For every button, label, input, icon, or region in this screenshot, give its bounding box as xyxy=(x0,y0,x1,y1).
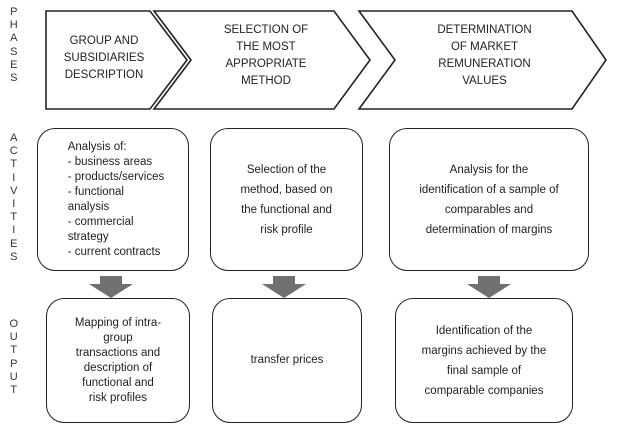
activity-box-1: Analysis of: - business areas - products… xyxy=(37,128,189,271)
output-1-text: Mapping of intra- group transactions and… xyxy=(74,316,162,404)
side-label-letter: O xyxy=(9,318,19,330)
side-label-letter: S xyxy=(10,72,18,85)
output-2-text: transfer prices xyxy=(250,354,324,366)
activity-2-text: Selection of the method, based on the fu… xyxy=(240,163,333,236)
side-label-letter: V xyxy=(10,184,18,197)
side-label-letter: A xyxy=(10,32,18,45)
side-label-letter: I xyxy=(12,224,16,237)
side-label-letter: A xyxy=(10,132,18,144)
side-label-letter: H xyxy=(9,19,19,32)
activity-box-3: Analysis for the identification of a sam… xyxy=(389,128,589,271)
side-label-letter: P xyxy=(10,357,18,370)
down-arrow-2-icon xyxy=(262,276,306,298)
side-label-letter: C xyxy=(9,145,19,158)
phase-chevron-3 xyxy=(357,10,607,110)
side-label-letter: I xyxy=(12,198,16,211)
side-label-letter: T xyxy=(10,211,18,224)
side-label-letter: I xyxy=(12,171,16,184)
output-box-1: Mapping of intra- group transactions and… xyxy=(46,298,190,423)
side-label-letter: T xyxy=(10,344,18,357)
side-label-letter: P xyxy=(10,6,18,18)
activity-1-text: Analysis of: - business areas - products… xyxy=(67,140,165,258)
side-label-letter: S xyxy=(10,45,18,58)
side-label-letter: E xyxy=(10,58,18,71)
phase-2-label: SELECTION OF THE MOST APPROPRIATE METHOD xyxy=(223,24,309,87)
output-3-text: Identification of the margins achieved b… xyxy=(421,324,547,397)
phase-3-label: DETERMINATION OF MARKET REMUNERATION VAL… xyxy=(437,24,532,87)
side-label-letter: S xyxy=(10,250,18,263)
down-arrow-3-icon xyxy=(467,276,511,298)
output-box-2: transfer prices xyxy=(212,298,362,423)
phase-chevrons xyxy=(45,10,607,110)
side-label-letter: U xyxy=(9,370,19,383)
output-box-3: Identification of the margins achieved b… xyxy=(395,298,573,423)
side-label-letter: E xyxy=(10,237,18,250)
phase-chevron-1 xyxy=(45,10,189,110)
activity-3-text: Analysis for the identification of a sam… xyxy=(419,163,559,236)
phase-1-label: GROUP AND SUBSIDIARIES DESCRIPTION xyxy=(63,35,145,81)
down-arrow-1-icon xyxy=(89,276,133,298)
side-label-letter: T xyxy=(10,384,18,397)
phase-chevron-2 xyxy=(152,10,371,110)
activity-box-2: Selection of the method, based on the fu… xyxy=(210,128,363,271)
side-label-letter: T xyxy=(10,158,18,171)
side-label-letter: U xyxy=(9,331,19,344)
